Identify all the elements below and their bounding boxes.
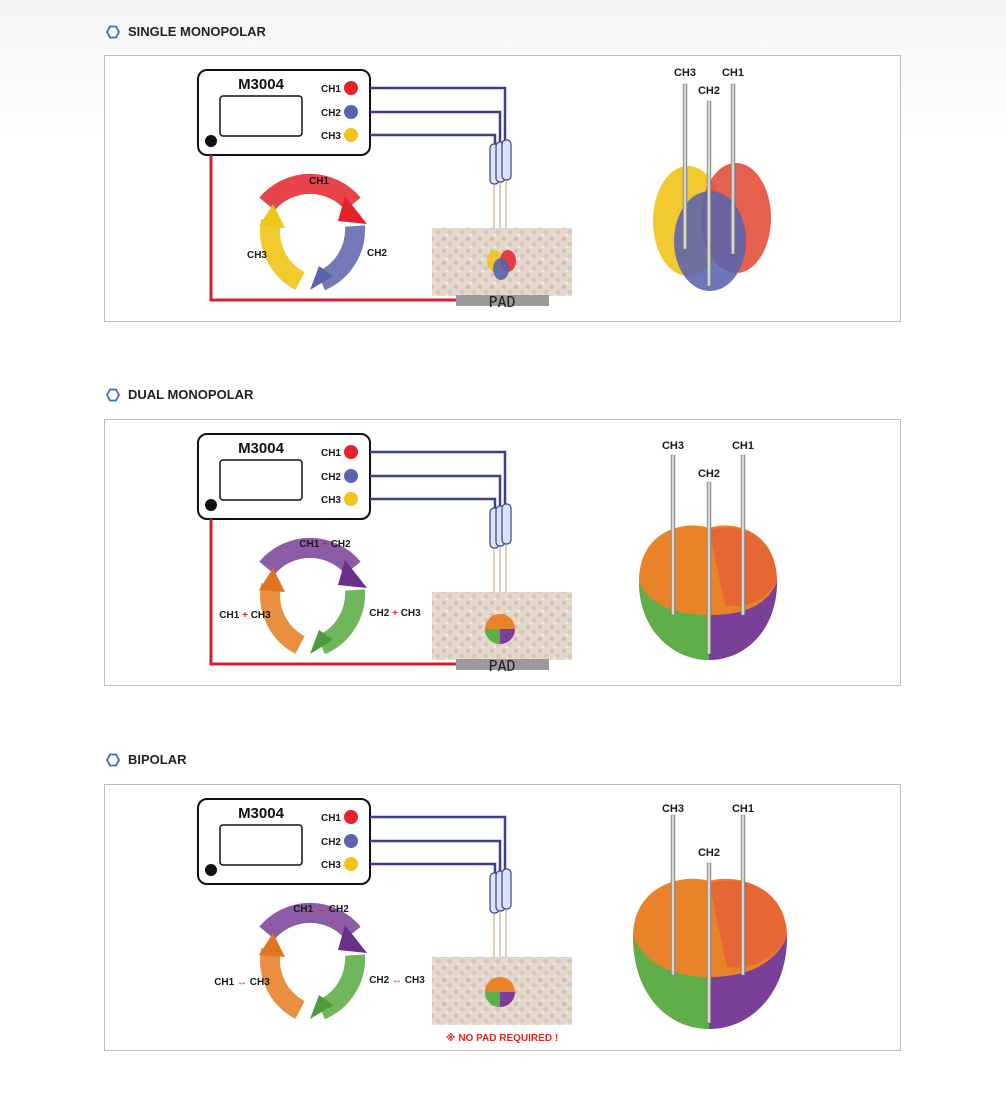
channel-label-ch3: CH3	[321, 495, 341, 506]
probe-label-ch1: CH1	[732, 440, 754, 452]
pad-wire	[209, 155, 456, 302]
cycle-label-1: CH1 + CH2	[299, 539, 351, 550]
grounding-pad	[456, 659, 549, 670]
needle-ch1	[740, 454, 746, 616]
needle-ch2	[706, 100, 712, 287]
cycle-diagram	[259, 902, 367, 1020]
device-knob	[205, 135, 217, 147]
probe-label-ch3: CH3	[674, 67, 696, 79]
section-title-text: BIPOLAR	[128, 752, 187, 767]
channel-label-ch1: CH1	[321, 84, 341, 95]
cable-ch3	[370, 862, 497, 875]
diagram-panel-single-monopolar: M3004 CH1 CH2 CH3 PAD	[104, 55, 901, 322]
pad-label: PAD	[488, 657, 515, 675]
cycle-label-2: CH2 + CH3	[369, 608, 421, 619]
channel-dot-ch3	[344, 128, 358, 142]
cable-ch3	[370, 133, 497, 146]
device-screen	[219, 95, 303, 137]
cycle-diagram	[259, 537, 367, 655]
channel-label-ch2: CH2	[321, 837, 341, 848]
channel-dot-ch1	[344, 81, 358, 95]
ablation-zone-figure	[633, 814, 787, 1029]
hexagon-outline-icon	[106, 753, 120, 766]
needle-ch3	[682, 83, 688, 250]
cable-ch2	[370, 474, 502, 508]
needle-ch2	[706, 862, 712, 1024]
probe-label-ch1: CH1	[732, 803, 754, 815]
section-title-bipolar: BIPOLAR	[106, 752, 187, 767]
probe-label-ch3: CH3	[662, 440, 684, 452]
hexagon-outline-icon	[106, 388, 120, 401]
section-title-dual-monopolar: DUAL MONOPOLAR	[106, 387, 253, 402]
cable-ch3	[370, 497, 497, 510]
pad-wire	[209, 519, 456, 666]
probe-label-ch3: CH3	[662, 803, 684, 815]
cable-ch2	[370, 110, 502, 144]
channel-dot-ch3	[344, 492, 358, 506]
device-knob	[205, 499, 217, 511]
ablation-zone-figure	[639, 454, 777, 660]
diagram-dual-monopolar: M3004 CH1 CH2 CH3 PAD	[197, 433, 777, 675]
diagram-single-monopolar: M3004 CH1 CH2 CH3 PAD	[197, 67, 771, 311]
channel-dot-ch2	[344, 469, 358, 483]
diagram-panel-bipolar: M3004 CH1 CH2 CH3 ※ NO PAD REQUIRED !	[104, 784, 901, 1051]
cycle-label-1: CH1	[309, 176, 329, 187]
section-title-text: DUAL MONOPOLAR	[128, 387, 254, 402]
channel-dot-ch1	[344, 810, 358, 824]
hexagon-outline-icon	[106, 25, 120, 38]
cable-ch1	[370, 450, 507, 505]
probe-label-ch2: CH2	[698, 85, 720, 97]
section-title-text: SINGLE MONOPOLAR	[128, 24, 266, 39]
device-screen	[219, 824, 303, 866]
needle-ch3	[670, 814, 676, 976]
cycle-label-3: CH1 + CH3	[219, 610, 271, 621]
needle-ch3	[670, 454, 676, 616]
channel-label-ch2: CH2	[321, 472, 341, 483]
channel-dot-ch2	[344, 105, 358, 119]
channel-label-ch1: CH1	[321, 813, 341, 824]
device-knob	[205, 864, 217, 876]
channel-dot-ch3	[344, 857, 358, 871]
probe-label-ch2: CH2	[698, 468, 720, 480]
channel-label-ch3: CH3	[321, 131, 341, 142]
cycle-label-2: CH2 ↔ CH3	[369, 975, 425, 986]
pad-label: PAD	[488, 293, 515, 311]
needle-ch1	[730, 83, 736, 255]
device-label: M3004	[238, 76, 285, 93]
cycle-label-3: CH1 ↔ CH3	[214, 977, 270, 988]
cycle-diagram	[259, 173, 367, 291]
diagram-bipolar: M3004 CH1 CH2 CH3 ※ NO PAD REQUIRED !	[197, 798, 787, 1044]
cycle-label-1: CH1 ↔ CH2	[293, 904, 349, 915]
no-pad-note: ※ NO PAD REQUIRED !	[446, 1032, 558, 1044]
cycle-label-3: CH3	[247, 250, 267, 261]
cable-ch2	[370, 839, 502, 873]
diagram-panel-dual-monopolar: M3004 CH1 CH2 CH3 PAD	[104, 419, 901, 686]
needle-ch2	[706, 481, 712, 655]
ablation-zone-figure	[653, 83, 771, 291]
channel-label-ch3: CH3	[321, 860, 341, 871]
channel-label-ch1: CH1	[321, 448, 341, 459]
cycle-label-2: CH2	[367, 248, 387, 259]
cable-ch1	[370, 86, 507, 141]
device-screen	[219, 459, 303, 501]
channel-dot-ch1	[344, 445, 358, 459]
cable-ch1	[370, 815, 507, 870]
needle-ch1	[740, 814, 746, 976]
probe-label-ch1: CH1	[722, 67, 744, 79]
device-label: M3004	[238, 440, 285, 457]
channel-label-ch2: CH2	[321, 108, 341, 119]
grounding-pad	[456, 295, 549, 306]
section-title-single-monopolar: SINGLE MONOPOLAR	[106, 24, 266, 39]
channel-dot-ch2	[344, 834, 358, 848]
probe-label-ch2: CH2	[698, 847, 720, 859]
device-label: M3004	[238, 805, 285, 822]
